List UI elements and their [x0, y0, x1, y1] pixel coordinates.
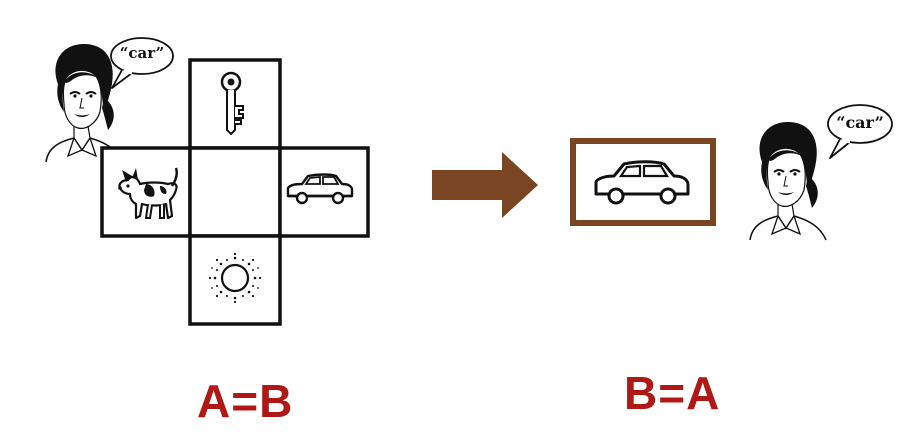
right-arrow-icon: [432, 152, 538, 218]
woman-speaker-right-icon: [749, 122, 827, 241]
selected-car-icon: [594, 160, 690, 205]
dog-icon: [118, 167, 179, 220]
sun-icon: [208, 252, 262, 304]
caption-right: B=A: [624, 367, 721, 419]
speech-bubble-left: [110, 37, 174, 89]
car-icon: [286, 173, 354, 205]
speech-word-right: “car”: [836, 113, 884, 132]
speech-bubble-right: [827, 104, 893, 159]
caption-left: A=B: [197, 375, 294, 427]
woman-speaker-left-icon: [45, 44, 123, 163]
speech-word-left: “car”: [119, 44, 165, 62]
key-icon: [220, 71, 244, 136]
